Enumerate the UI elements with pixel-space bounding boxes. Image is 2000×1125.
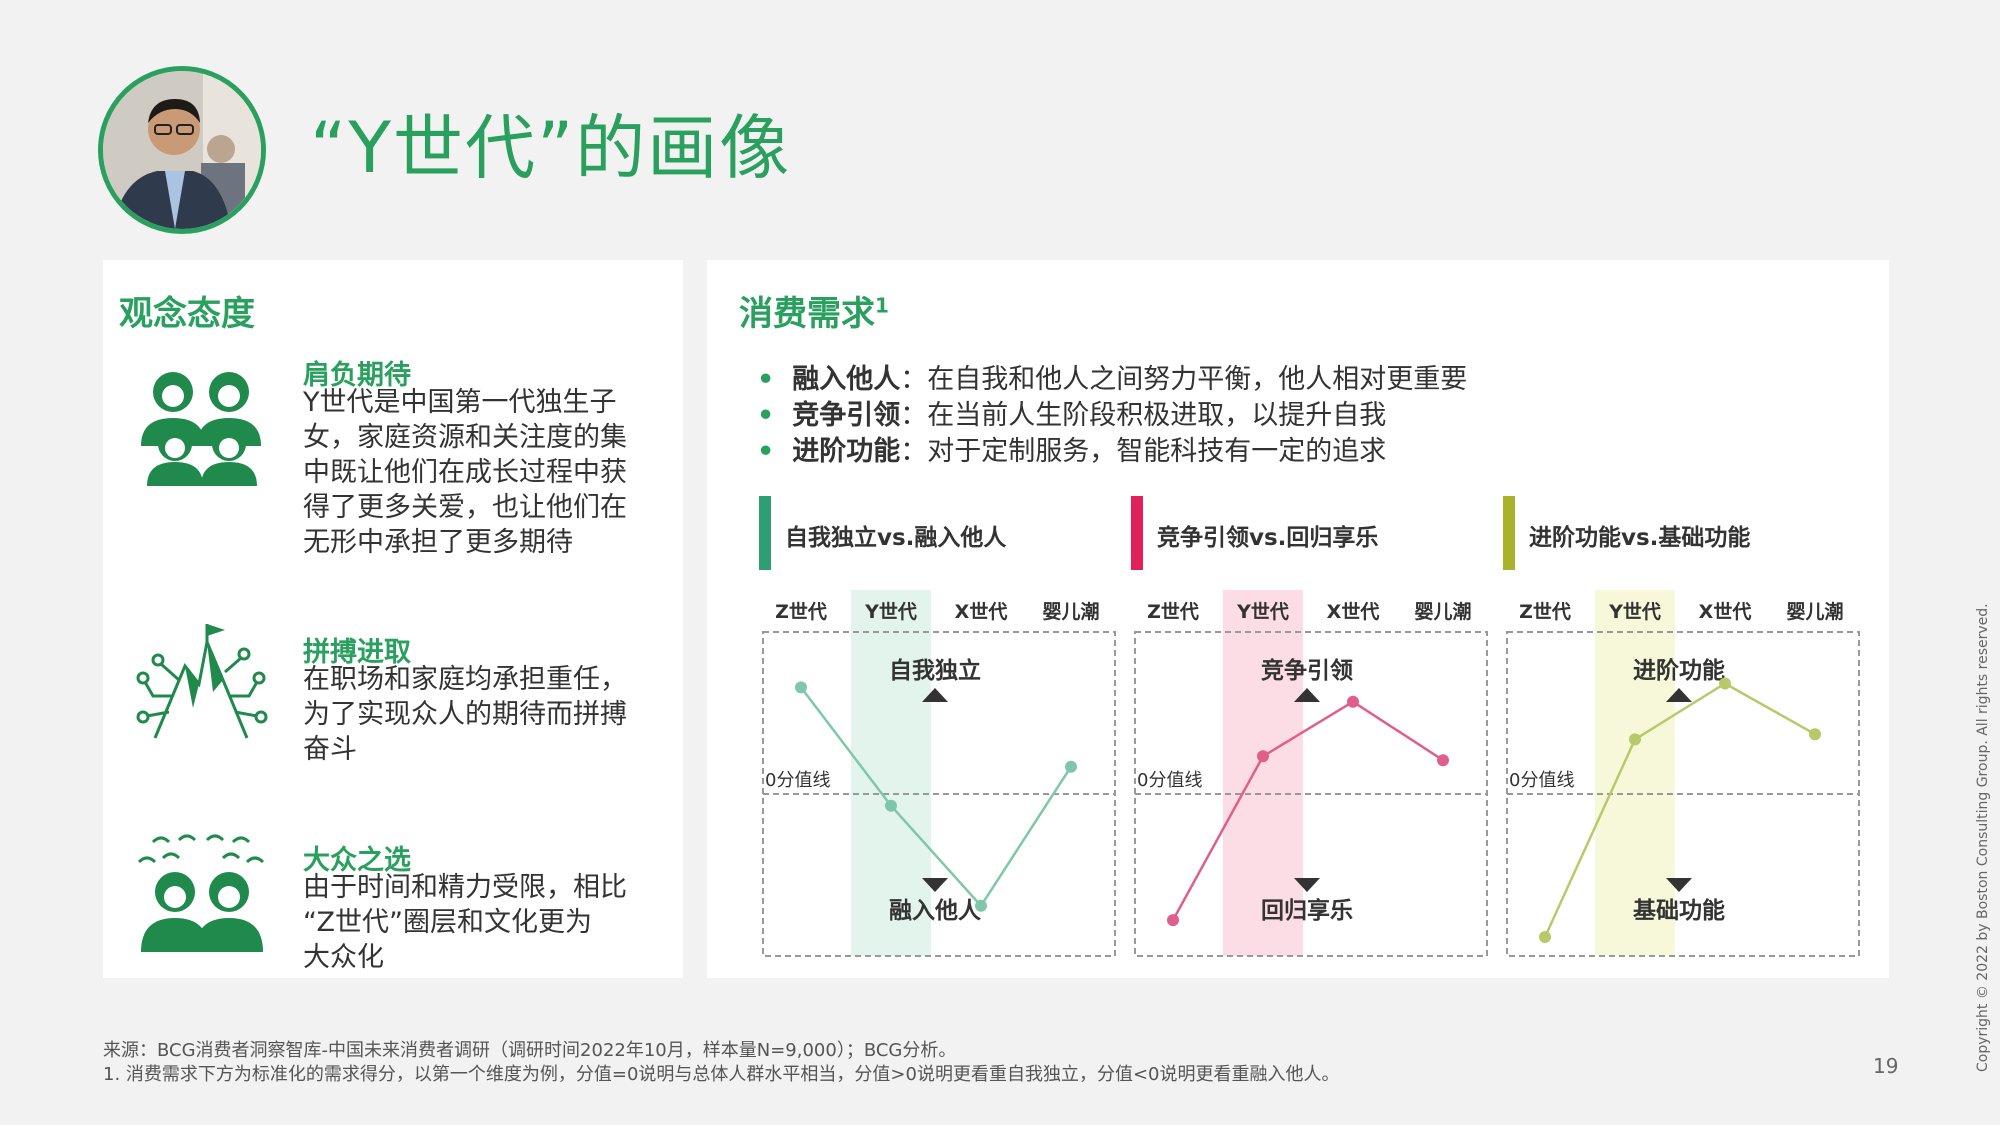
chart-competition-vs-leisure: 竞争引领vs.回归享乐 Z世代 Y世代 X世代 婴儿潮 0分值线 竞争引领回归享乐 <box>1131 496 1491 966</box>
category-label: 婴儿潮 <box>1414 601 1471 623</box>
data-point <box>795 681 807 694</box>
bullet-item: •竞争引领：在当前人生阶段积极进取，以提升自我 <box>757 400 1387 431</box>
attitude-item-body: Y世代是中国第一代独生子 女，家庭资源和关注度的集 中既让他们在成长过程中获 得… <box>303 387 627 558</box>
mountain-flag-icon <box>136 624 268 739</box>
crowd-icon <box>137 834 265 952</box>
family-group-icon <box>141 372 261 486</box>
data-point <box>1167 914 1179 927</box>
data-point <box>1065 760 1077 773</box>
bottom-pole-label: 融入他人 <box>889 898 982 924</box>
data-point <box>1809 728 1821 741</box>
up-arrow-icon <box>922 688 948 702</box>
series-line <box>1543 682 1816 938</box>
attitude-item-title: 肩负期待 <box>303 360 411 391</box>
page-title: “Y世代”的画像 <box>310 107 792 189</box>
category-label: 婴儿潮 <box>1786 601 1843 623</box>
category-label: X世代 <box>1327 601 1380 623</box>
chart-independence-vs-integration: 自我独立vs.融入他人 Z世代 Y世代 X世代 婴儿潮 0分值线 自我独立融入他人 <box>759 496 1119 966</box>
data-point <box>885 799 897 812</box>
consumption-bullet-list: •融入他人：在自我和他人之间努力平衡，他人相对更重要 •竞争引领：在当前人生阶段… <box>757 362 1467 470</box>
bottom-pole-label: 回归享乐 <box>1261 897 1353 924</box>
category-label: Z世代 <box>1147 601 1199 623</box>
top-pole-label: 进阶功能 <box>1633 657 1725 684</box>
consumption-panel: 消费需求1 •融入他人：在自我和他人之间努力平衡，他人相对更重要 •竞争引领：在… <box>707 260 1889 978</box>
series-line <box>800 686 1073 908</box>
copyright: Copyright © 2022 by Boston Consulting Gr… <box>1975 603 1991 1072</box>
data-point <box>1437 754 1449 767</box>
highlight-column <box>1223 590 1303 956</box>
data-point <box>1719 677 1731 690</box>
data-point <box>1347 695 1359 708</box>
chart-advanced-vs-basic: 进阶功能vs.基础功能 Z世代 Y世代 X世代 婴儿潮 0分值线 进阶功能基础功能 <box>1503 496 1863 966</box>
category-label: 婴儿潮 <box>1042 601 1099 623</box>
bullet-item: •进阶功能：对于定制服务，智能科技有一定的追求 <box>757 436 1387 467</box>
category-label: X世代 <box>1699 601 1752 623</box>
top-pole-label: 自我独立 <box>889 657 981 684</box>
attitude-heading: 观念态度 <box>119 294 255 334</box>
highlight-column <box>1595 590 1675 956</box>
data-point <box>1539 931 1551 943</box>
category-label: Y世代 <box>864 601 917 623</box>
chart-title-bar <box>1503 496 1515 570</box>
category-label: X世代 <box>955 601 1008 623</box>
attitude-item-body: 由于时间和精力受限，相比 “Z世代”圈层和文化更为 大众化 <box>303 872 627 973</box>
consumption-heading: 消费需求1 <box>739 293 889 334</box>
zero-line-label: 0分值线 <box>765 770 830 791</box>
category-label: Z世代 <box>775 601 827 623</box>
attitude-item-title: 大众之选 <box>303 845 411 876</box>
bottom-pole-label: 基础功能 <box>1633 897 1725 924</box>
category-label: Y世代 <box>1608 601 1661 623</box>
series-line <box>1171 700 1444 921</box>
down-arrow-icon <box>1666 878 1692 892</box>
source-note: 来源：BCG消费者洞察智库-中国未来消费者调研（调研时间2022年10月，样本量… <box>103 1040 957 1061</box>
zero-line-label: 0分值线 <box>1137 770 1202 791</box>
data-point <box>1629 733 1641 746</box>
footnote-1: 1. 消费需求下方为标准化的需求得分，以第一个维度为例，分值=0说明与总体人群水… <box>103 1064 1340 1085</box>
bullet-item: •融入他人：在自我和他人之间努力平衡，他人相对更重要 <box>757 364 1468 395</box>
chart-title: 进阶功能vs.基础功能 <box>1529 525 1751 551</box>
chart-title-bar <box>759 496 771 570</box>
chart-title: 自我独立vs.融入他人 <box>785 525 1007 551</box>
attitude-item-body: 在职场和家庭均承担重任， 为了实现众人的期待而拼搏 奋斗 <box>303 664 627 765</box>
data-point <box>975 899 987 912</box>
page-number: 19 <box>1873 1054 1899 1078</box>
data-point <box>1257 750 1269 763</box>
portrait-avatar <box>98 66 266 234</box>
down-arrow-icon <box>1294 878 1320 892</box>
chart-title-bar <box>1131 496 1143 570</box>
attitude-panel: 观念态度 肩负期待 Y世代是中国第一代独生子 女，家庭资源和关注度的集 中既让他… <box>103 260 683 978</box>
category-label: Y世代 <box>1236 601 1289 623</box>
up-arrow-icon <box>1294 688 1320 702</box>
attitude-item-title: 拼搏进取 <box>303 637 411 668</box>
up-arrow-icon <box>1666 688 1692 702</box>
zero-line-label: 0分值线 <box>1509 770 1574 791</box>
top-pole-label: 竞争引领 <box>1261 657 1353 684</box>
category-label: Z世代 <box>1519 601 1571 623</box>
highlight-column <box>851 590 931 956</box>
down-arrow-icon <box>922 878 948 892</box>
chart-title: 竞争引领vs.回归享乐 <box>1157 525 1379 551</box>
